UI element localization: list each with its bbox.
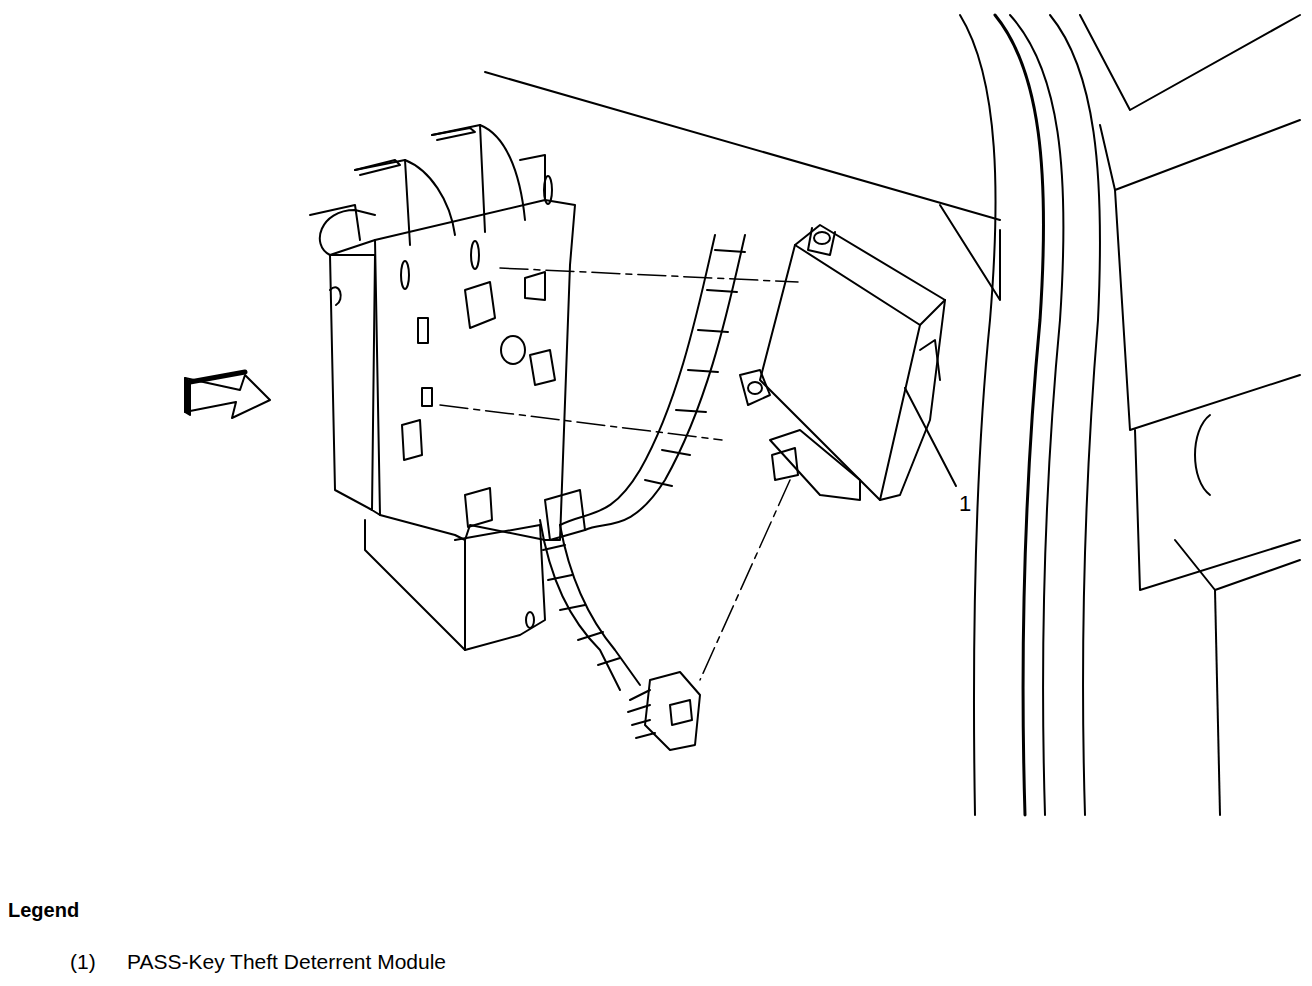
leader-line: [905, 388, 956, 486]
view-arrow: [185, 372, 270, 418]
dash-panel-edge: [485, 72, 1000, 220]
wiring-harness: [540, 235, 745, 750]
dash-panel-corner: [940, 205, 1000, 300]
callout-number: (1): [70, 950, 96, 974]
mounting-bracket: [310, 125, 575, 650]
installation-line: [440, 268, 798, 680]
legend-heading: Legend: [8, 899, 79, 922]
legend-entry: PASS-Key Theft Deterrent Module: [127, 950, 446, 974]
callout-number: 1: [959, 491, 971, 517]
door-frame: [960, 15, 1300, 815]
theft-deterrent-module: [740, 225, 945, 500]
